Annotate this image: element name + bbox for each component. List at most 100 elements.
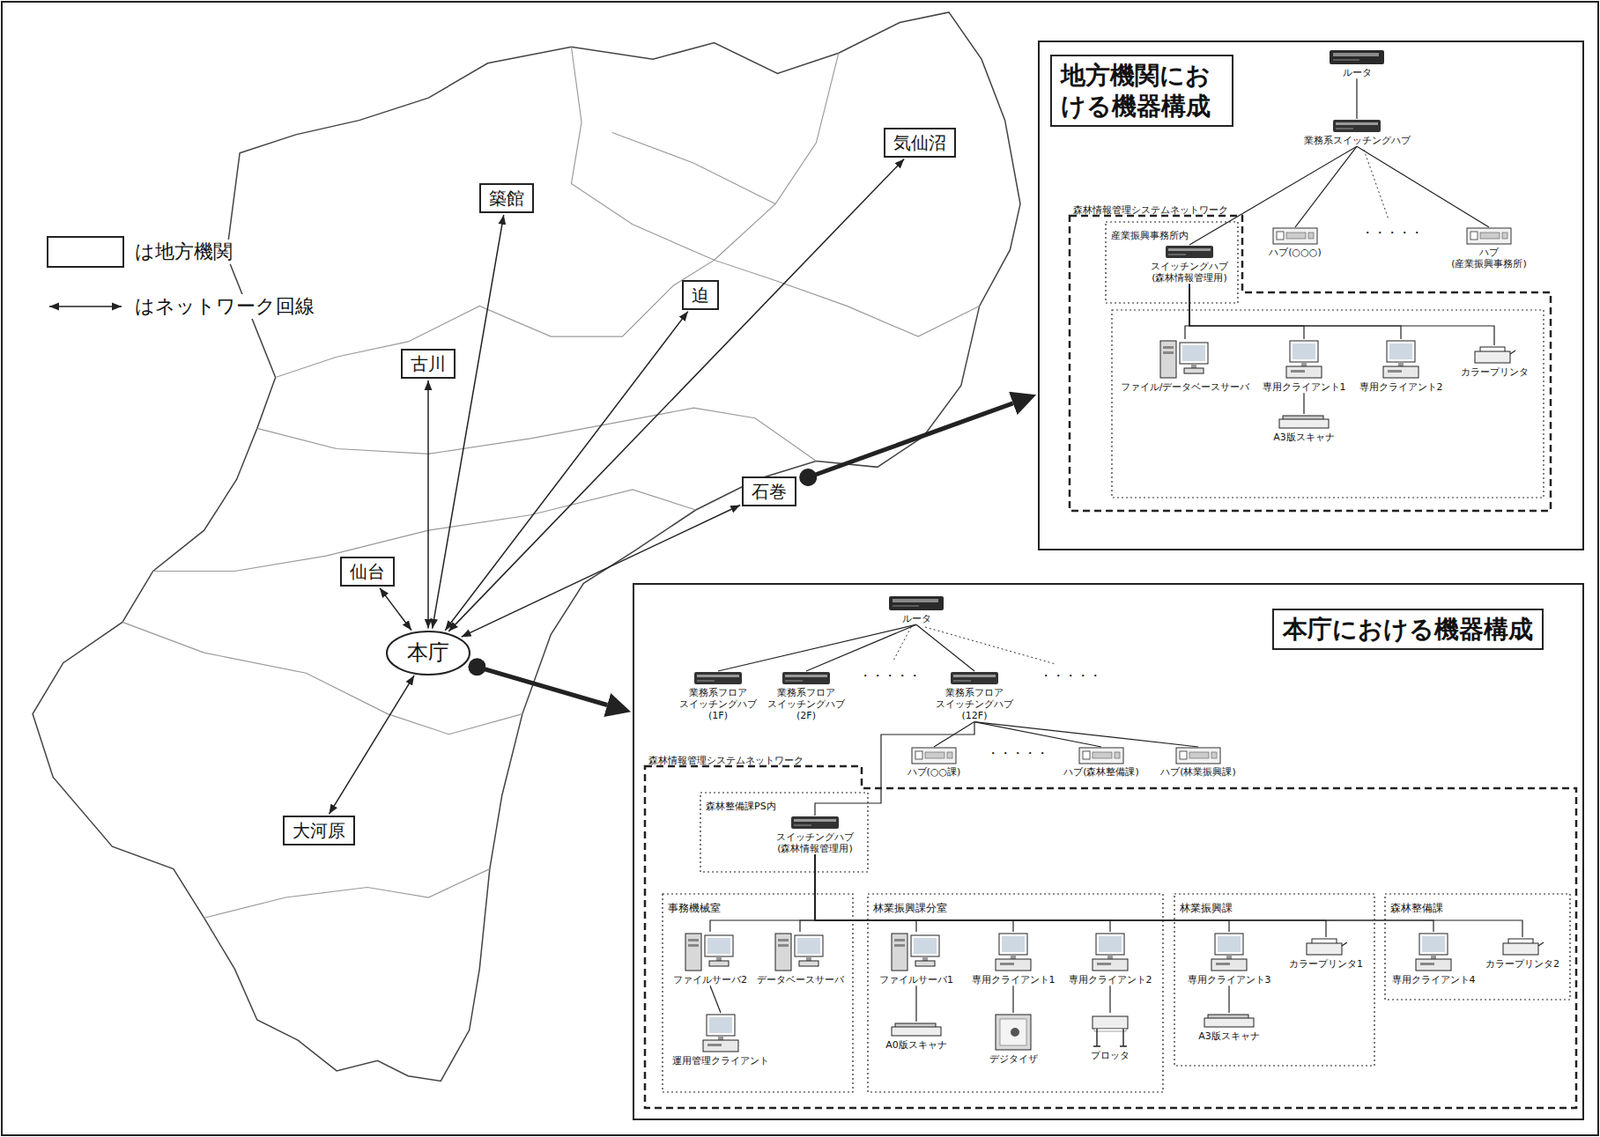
network-area: 事務機械室ファイルサーバ2データベースサーバ運用管理クライアント — [662, 894, 853, 1093]
digitizer-puck — [1010, 1028, 1020, 1038]
monitor-screen — [913, 938, 937, 955]
drive-slot — [1000, 962, 1015, 966]
office-box: 大河原 — [282, 815, 356, 846]
monitor-screen — [1182, 345, 1206, 362]
hub-port — [1082, 751, 1090, 760]
area-heading: 林業振興課 — [1179, 902, 1233, 915]
router-stripe — [1333, 52, 1379, 57]
monitor-screen — [1292, 343, 1316, 360]
device: データベースサーバ — [755, 932, 845, 986]
device: ファイルサーバ1 — [874, 932, 958, 986]
area-border — [1069, 215, 1551, 512]
server-drive — [688, 944, 699, 948]
network-area: 森林整備課PS内スイッチングハブ (森林情報管理用) — [700, 792, 868, 873]
desktop-case — [1092, 959, 1128, 971]
monitor — [704, 935, 734, 957]
switch-stripe — [953, 674, 996, 678]
hub-body — [1079, 748, 1124, 764]
device-label: カラープリンタ1 — [1287, 958, 1365, 971]
device: デジタイザ — [982, 1013, 1045, 1066]
network-line — [718, 624, 917, 672]
network-area: 森林情報管理システムネットワーク森林整備課PS内スイッチングハブ (森林情報管理… — [644, 766, 1577, 1109]
device-icon — [781, 671, 831, 686]
area-heading: 事務機械室 — [667, 902, 721, 915]
device-label: ハブ(○○○) — [1259, 246, 1331, 259]
device-icon — [1272, 227, 1319, 245]
switch-stripe — [785, 680, 803, 682]
legend-text: はネットワーク回線 — [132, 294, 318, 320]
device-label: 運用管理クライアント — [671, 1055, 771, 1067]
network-line — [1189, 146, 1357, 245]
device: ファイルサーバ2 — [670, 932, 750, 986]
device-icon — [1164, 244, 1215, 260]
office-box: 石巻 — [741, 476, 797, 507]
hub-port — [1179, 751, 1187, 760]
network-line — [1355, 78, 1357, 119]
device: 業務系フロア スイッチングハブ (1F) — [675, 671, 761, 723]
switch-stripe — [1335, 122, 1378, 126]
network-line — [1295, 146, 1357, 228]
switch-body — [694, 672, 742, 685]
area-border — [644, 766, 1577, 1109]
office-name: 本庁 — [407, 640, 450, 667]
device-icon — [1303, 937, 1349, 957]
device-icon — [1471, 345, 1518, 365]
device-icon — [1078, 747, 1125, 765]
device: カラープリンタ1 — [1287, 937, 1365, 971]
device-label: A0版スキャナ — [881, 1039, 952, 1052]
monitor — [1214, 933, 1244, 956]
hub-port — [1211, 752, 1217, 759]
device: ハブ(○○○) — [1259, 227, 1331, 259]
office-name: 古川 — [410, 352, 446, 376]
server-drive — [1162, 351, 1174, 355]
client-area-outline — [1111, 310, 1544, 498]
hub-port — [1114, 752, 1120, 759]
device: ファイル/データベースサーバ — [1118, 339, 1252, 393]
monitor-neck — [806, 956, 812, 962]
router-stripe — [892, 599, 939, 603]
network-area: 林業振興課分室ファイルサーバ1専用クライアント1専用クライアント2A0版スキャナ… — [867, 894, 1163, 1093]
switch-stripe — [1168, 248, 1211, 252]
device: A3版スキャナ — [1268, 414, 1340, 444]
device-icon — [889, 932, 943, 973]
network-line — [328, 675, 415, 815]
device-label: ファイル/データベースサーバ — [1118, 381, 1252, 393]
device-icon — [693, 671, 743, 686]
device-icon — [700, 1013, 741, 1054]
device-label: A3版スキャナ — [1193, 1030, 1265, 1043]
office-name: 仙台 — [349, 560, 386, 584]
switch-stripe — [793, 819, 837, 823]
device: ハブ(森林整備課) — [1057, 747, 1146, 778]
scanner-body — [1204, 1018, 1254, 1028]
switch-body — [950, 672, 999, 685]
device-label: 業務系フロア スイッチングハブ (12F) — [932, 687, 1017, 723]
device-label: ルータ — [885, 613, 948, 625]
panel-title: 地方機関における機器構成 — [1050, 54, 1234, 127]
drive-slot — [1290, 370, 1305, 373]
device: ハブ (産業振興事務所) — [1444, 227, 1534, 270]
monitor-neck — [1226, 955, 1232, 960]
switch-stripe — [696, 674, 740, 678]
monitor — [706, 1014, 735, 1037]
office-name: 気仙沼 — [893, 131, 947, 155]
device-icon — [1158, 339, 1212, 380]
hub-port — [1276, 231, 1284, 240]
hub-port — [1470, 231, 1478, 240]
router-body — [888, 596, 944, 611]
device-icon — [949, 671, 1000, 686]
network-line — [814, 854, 1326, 938]
monitor — [911, 935, 940, 957]
office-name: 石巻 — [751, 480, 787, 504]
omission-dots: ・・・・・ — [859, 668, 921, 683]
area-border — [1105, 222, 1238, 304]
device-label: 専用クライアント3 — [1185, 974, 1273, 986]
label-holder: ・・・・・ — [1039, 666, 1102, 684]
device-icon — [1175, 747, 1222, 765]
device: スイッチングハブ (森林情報管理用) — [1145, 244, 1234, 284]
printer-body — [1474, 351, 1511, 363]
server-tower — [1160, 340, 1177, 378]
office-box: 仙台 — [340, 556, 395, 587]
hub-port — [1502, 232, 1508, 239]
omission-dots: ・・・・・ — [986, 746, 1049, 761]
